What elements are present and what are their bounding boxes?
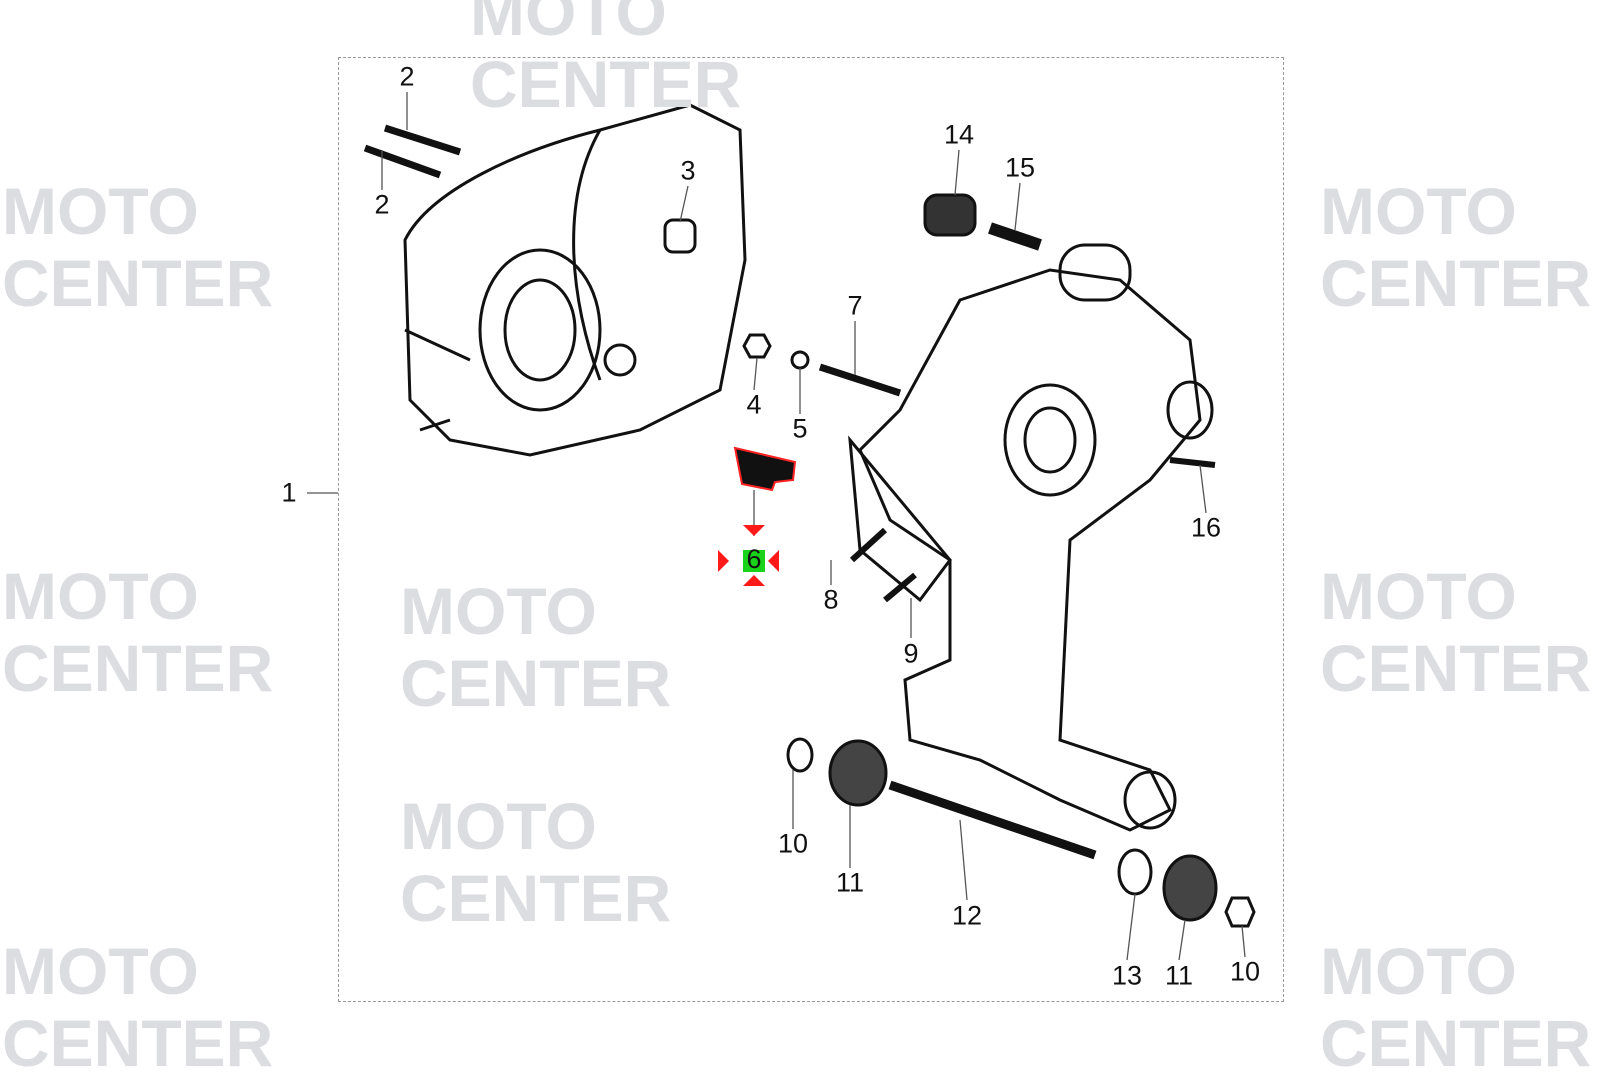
part-label-14[interactable]: 14 — [943, 119, 975, 150]
part-label-12[interactable]: 12 — [951, 900, 983, 931]
part-label-4[interactable]: 4 — [746, 389, 762, 420]
part-label-1[interactable]: 1 — [281, 477, 297, 508]
leader-lines — [307, 92, 1246, 961]
part-6-shim[interactable] — [733, 446, 797, 492]
part-label-10[interactable]: 10 — [1229, 956, 1261, 987]
part-label-8[interactable]: 8 — [823, 584, 839, 615]
part-label-15[interactable]: 15 — [1004, 152, 1036, 183]
marker-arrow-icon — [743, 525, 765, 547]
part-label-2[interactable]: 2 — [374, 189, 390, 220]
part-label-16[interactable]: 16 — [1190, 512, 1222, 543]
highlight-square — [743, 550, 765, 572]
marker-arrow-icon — [718, 550, 740, 572]
part-label-3[interactable]: 3 — [680, 155, 696, 186]
part-label-2[interactable]: 2 — [399, 61, 415, 92]
selected-part-marker[interactable]: 6 — [718, 525, 779, 586]
diagram-frame — [338, 57, 1284, 1002]
right-crankcase-half[interactable] — [848, 243, 1214, 832]
part-label-11[interactable]: 11 — [835, 867, 865, 898]
studs-and-small-parts — [363, 124, 1256, 928]
part-label-6[interactable]: 6 — [746, 544, 762, 574]
part-label-10[interactable]: 10 — [777, 828, 809, 859]
marker-arrow-icon — [743, 564, 765, 586]
part-label-5[interactable]: 5 — [792, 413, 808, 444]
left-crankcase-half[interactable] — [403, 103, 747, 457]
part-label-7[interactable]: 7 — [847, 290, 863, 321]
part-label-11[interactable]: 11 — [1164, 960, 1194, 991]
part-label-13[interactable]: 13 — [1111, 960, 1143, 991]
marker-arrow-icon — [757, 550, 779, 572]
part-label-9[interactable]: 9 — [903, 638, 919, 669]
